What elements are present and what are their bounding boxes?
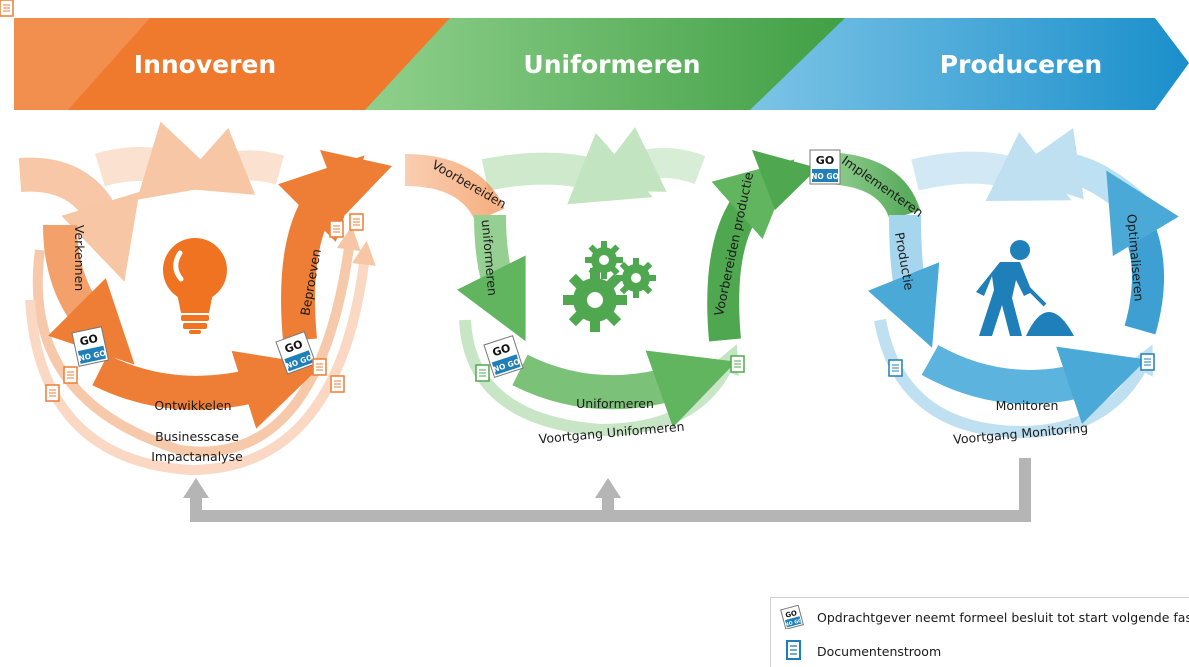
worker-icon — [976, 240, 1074, 336]
phase-label-uniformeren: Uniformeren — [523, 50, 700, 79]
document-icon — [888, 359, 903, 377]
go-no-go-badge-1: GO NO GO — [71, 326, 110, 367]
lightbulb-icon — [163, 238, 227, 334]
phase-banner-produceren: Produceren — [750, 18, 1189, 110]
phase-banner-innoveren: Innoveren — [14, 18, 463, 110]
document-icon — [730, 355, 745, 373]
uniformeren-step-label: Uniformeren — [576, 396, 654, 411]
svg-text:GO: GO — [491, 341, 513, 359]
monitoren-label: Monitoren — [996, 398, 1059, 413]
svg-text:GO: GO — [79, 332, 100, 349]
phase-label-produceren: Produceren — [940, 50, 1102, 79]
feedback-arrowhead-innoveren — [183, 478, 209, 498]
go-no-go-icon: GO NO GO — [780, 605, 804, 629]
go-no-go-badge-4: GO NO GO — [809, 149, 841, 185]
svg-text:NO GO: NO GO — [811, 172, 839, 181]
svg-text:uniformeren: uniformeren — [479, 219, 501, 297]
document-icon — [786, 640, 801, 660]
impactanalyse-label: Impactanalyse — [151, 449, 243, 464]
legend-documents-text: Documentenstroom — [817, 643, 942, 659]
feedback-arrows — [190, 458, 1031, 522]
produceren-cycle — [809, 128, 1179, 439]
document-icon — [0, 0, 14, 17]
feedback-arrowhead-uniformeren — [595, 478, 621, 498]
legend-row-gonogo: GO NO GO Opdrachtgever neemt formeel bes… — [779, 604, 1189, 630]
svg-text:GO: GO — [283, 337, 305, 356]
document-icon — [475, 364, 490, 382]
go-no-go-badge-2: GO NO GO — [275, 331, 317, 375]
businesscase-label: Businesscase — [155, 429, 239, 444]
verkennen-label: Verkennen — [72, 225, 87, 291]
phase-banner-uniformeren: Uniformeren — [365, 18, 858, 110]
document-icons — [0, 0, 1155, 402]
uniformeren-sub-label: uniformeren — [479, 219, 501, 297]
go-no-go-badge-3: GO NO GO — [483, 335, 524, 378]
svg-text:NO GO: NO GO — [784, 618, 803, 628]
legend-gonogo-text: Opdrachtgever neemt formeel besluit tot … — [817, 609, 1189, 625]
legend: GO NO GO Opdrachtgever neemt formeel bes… — [770, 597, 1189, 667]
legend-row-documents: Documentenstroom — [779, 638, 941, 664]
document-icon — [1140, 353, 1155, 371]
svg-text:GO: GO — [785, 609, 798, 620]
svg-text:Verkennen: Verkennen — [72, 225, 87, 291]
svg-text:GO: GO — [816, 154, 834, 167]
phase-label-innoveren: Innoveren — [134, 50, 276, 79]
innoveren-cycle — [18, 121, 392, 476]
gears-icon — [549, 233, 665, 346]
ontwikkelen-label: Ontwikkelen — [154, 398, 231, 413]
